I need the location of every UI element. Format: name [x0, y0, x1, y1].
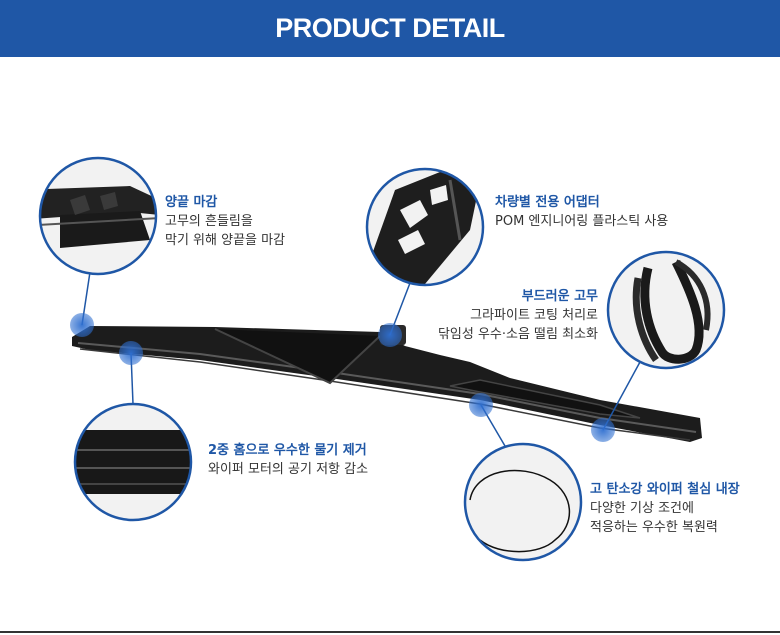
- callout-text: 적응하는 우수한 복원력: [590, 520, 718, 535]
- callout-rubber: 부드러운 고무 그라파이트 코팅 처리로 닦임성 우수·소음 떨림 최소화: [438, 287, 598, 344]
- groove-magnifier: [73, 402, 193, 522]
- callout-text: 와이퍼 모터의 공기 저항 감소: [208, 462, 369, 477]
- callout-title: 차량별 전용 어댑터: [495, 195, 600, 210]
- hotspots: [70, 313, 615, 442]
- callout-text: 그라파이트 코팅 처리로: [470, 308, 598, 323]
- callout-text: 닦임성 우수·소음 떨림 최소화: [437, 327, 598, 342]
- callout-title: 부드러운 고무: [521, 289, 598, 304]
- callout-text: 막기 위해 양끝을 마감: [165, 233, 286, 248]
- bottom-divider: [0, 631, 780, 633]
- callout-title: 2중 홈으로 우수한 물기 제거: [208, 443, 367, 458]
- callout-steel: 고 탄소강 와이퍼 철심 내장 다양한 기상 조건에 적응하는 우수한 복원력: [590, 480, 740, 537]
- steel-core-magnifier: [463, 442, 583, 562]
- callout-text: POM 엔지니어링 플라스틱 사용: [495, 214, 669, 229]
- callout-adapter: 차량별 전용 어댑터 POM 엔지니어링 플라스틱 사용: [495, 193, 668, 231]
- callout-text: 고무의 흔들림을: [165, 214, 253, 229]
- header-banner: PRODUCT DETAIL: [0, 0, 780, 57]
- rubber-magnifier: [606, 250, 726, 370]
- callout-title: 양끝 마감: [165, 195, 218, 210]
- adapter-magnifier: [365, 167, 485, 287]
- page-title: PRODUCT DETAIL: [275, 13, 505, 43]
- callout-groove: 2중 홈으로 우수한 물기 제거 와이퍼 모터의 공기 저항 감소: [208, 441, 368, 479]
- callout-end-cap: 양끝 마감 고무의 흔들림을 막기 위해 양끝을 마감: [165, 193, 285, 250]
- end-cap-magnifier: [38, 156, 158, 276]
- callout-title: 고 탄소강 와이퍼 철심 내장: [590, 482, 740, 497]
- callout-text: 다양한 기상 조건에: [590, 501, 694, 516]
